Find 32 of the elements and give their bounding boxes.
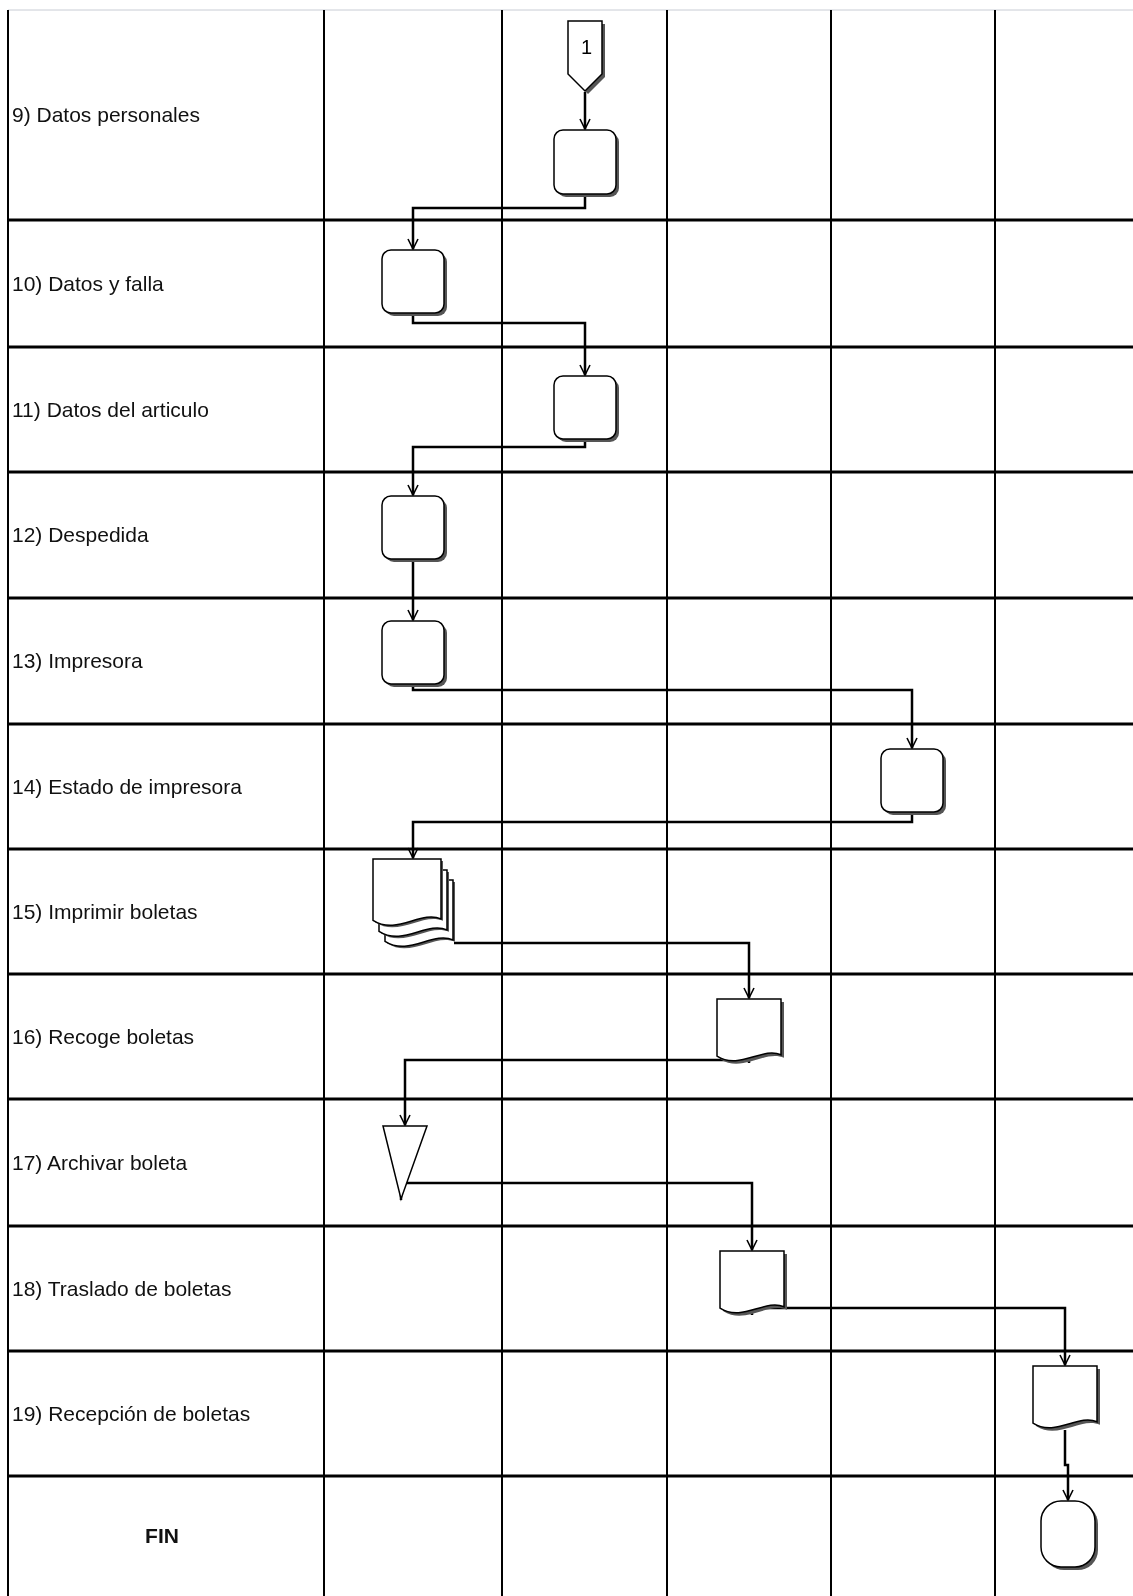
process-box xyxy=(381,495,448,563)
arrow xyxy=(407,195,587,250)
process-box xyxy=(880,748,947,816)
process-box xyxy=(553,129,620,198)
row-label: 19) Recepción de boletas xyxy=(12,1401,251,1426)
arrow xyxy=(399,1058,751,1126)
row-label: 17) Archivar boleta xyxy=(12,1150,188,1175)
arrow xyxy=(1062,1430,1074,1501)
arrow xyxy=(750,1306,1071,1366)
arrow xyxy=(579,92,591,130)
row-label: 9) Datos personales xyxy=(12,103,200,127)
row-label: 18) Traslado de boletas xyxy=(12,1276,232,1301)
row-label: 16) Recoge boletas xyxy=(12,1024,195,1049)
row-label: 14) Estado de impresora xyxy=(12,774,242,799)
row-label: 11) Datos del articulo xyxy=(12,397,209,422)
terminator-shape xyxy=(1040,1500,1099,1571)
arrow xyxy=(407,813,914,859)
arrow xyxy=(407,560,419,621)
arrow xyxy=(411,314,591,376)
merge-triangle xyxy=(382,1125,431,1203)
process-box xyxy=(381,249,448,317)
row-label: FIN xyxy=(144,1524,180,1548)
process-box xyxy=(381,620,448,688)
connector-number: 1 xyxy=(579,35,594,59)
arrow xyxy=(407,440,587,496)
off-page-connector xyxy=(567,20,606,95)
row-label: 10) Datos y falla xyxy=(12,271,164,296)
row-label: 13) Impresora xyxy=(12,649,143,673)
row-label: 12) Despedida xyxy=(12,523,149,547)
row-label: 15) Imprimir boletas xyxy=(12,899,198,924)
arrow xyxy=(454,941,755,999)
process-box xyxy=(553,375,620,443)
